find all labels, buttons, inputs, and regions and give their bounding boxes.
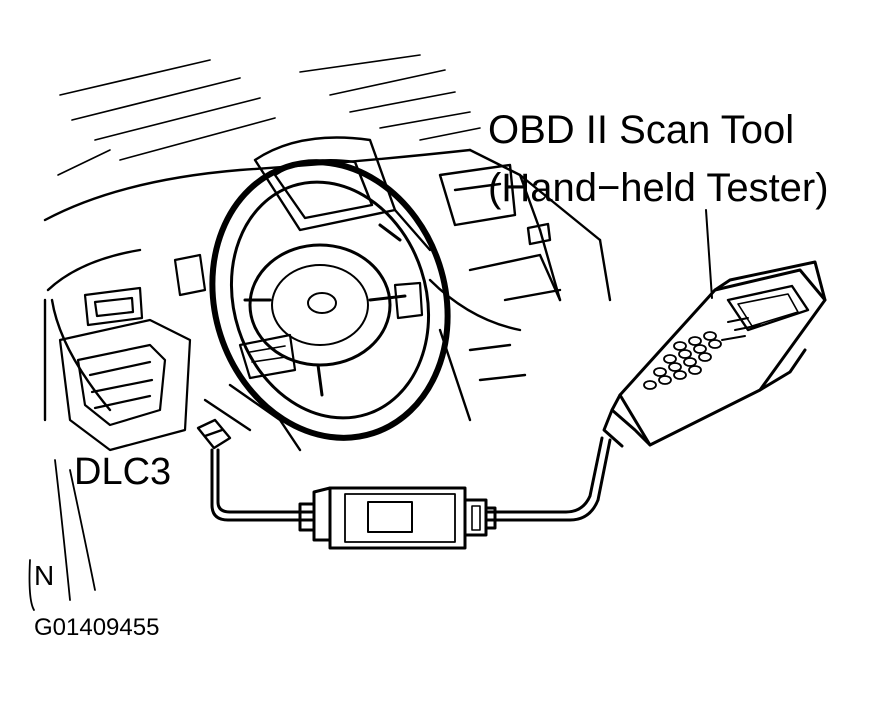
tester-leader-line bbox=[705, 209, 713, 299]
dashboard bbox=[43, 148, 612, 422]
steering-column bbox=[196, 383, 302, 452]
steering-wheel bbox=[209, 159, 451, 441]
obd-cable bbox=[210, 436, 612, 522]
scan-tool-subtitle: (Hand−held Tester) bbox=[488, 166, 829, 210]
dlc3-connector-label: DLC3 bbox=[74, 451, 172, 493]
windshield-lines bbox=[57, 54, 481, 176]
scan-tool-title: OBD II Scan Tool bbox=[488, 108, 795, 152]
tester-keypad bbox=[643, 331, 722, 390]
figure-id: G01409455 bbox=[34, 614, 160, 641]
hand-held-tester bbox=[602, 260, 827, 448]
note-letter: N bbox=[34, 560, 55, 591]
floor-contours bbox=[28, 459, 96, 611]
center-console bbox=[58, 253, 207, 452]
adapter-module bbox=[298, 486, 497, 550]
